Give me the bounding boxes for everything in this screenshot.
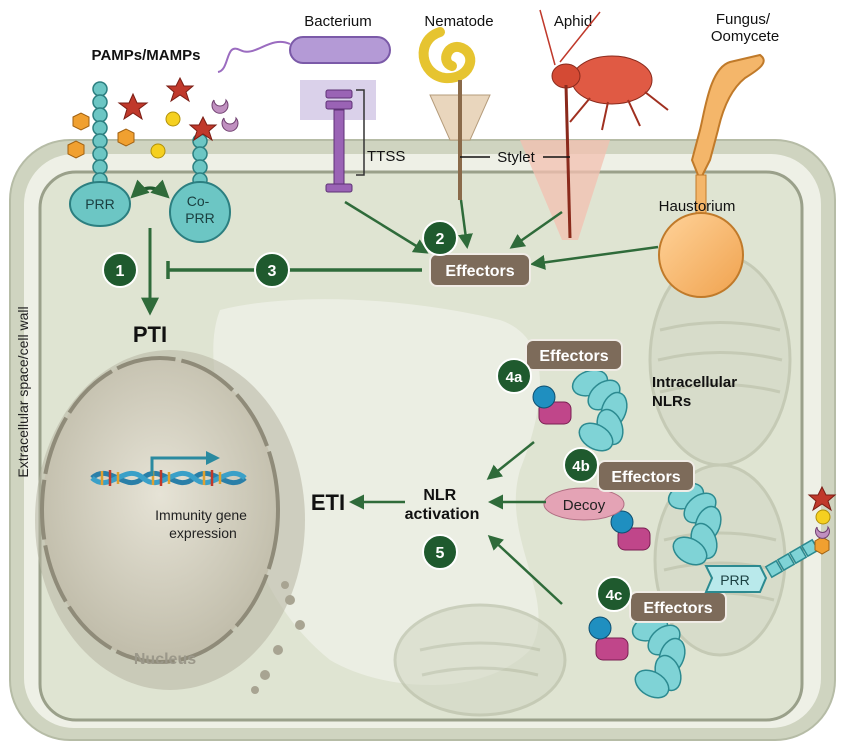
- aphid-feeding-cone: [520, 140, 610, 240]
- surface-prr-receptor: PRR: [704, 485, 837, 593]
- nlr-4b: [610, 482, 722, 566]
- hexagon-bound-icon: [814, 536, 830, 555]
- dna-helix-icon: [90, 470, 247, 486]
- nlr-4a: [532, 369, 628, 452]
- step-1-badge: [102, 252, 138, 288]
- bacterium-flagellum: [217, 41, 291, 73]
- effectors-label: Effectors: [445, 263, 514, 280]
- star-pamp-icon: [117, 92, 149, 121]
- bacterium-body-icon: [289, 36, 391, 64]
- aphid-icon: [539, 9, 669, 131]
- nlr-activation-arrows: [349, 441, 563, 605]
- step-4a-label: 4a: [506, 369, 523, 386]
- surface-prr-label: PRR: [720, 572, 750, 588]
- pti-label: PTI: [133, 322, 167, 347]
- prr-label: PRR: [85, 196, 115, 212]
- hexagon-pamp-icon: [72, 112, 90, 131]
- hexagon-pamp-icon: [117, 128, 135, 147]
- ttss-icon: [325, 89, 353, 193]
- decoy-shape: [543, 487, 625, 521]
- prr-coprr-interaction-arrow: [130, 179, 170, 199]
- effectors-4b-label: Effectors: [611, 469, 680, 486]
- step-2-badge: [422, 220, 458, 256]
- effectors-4c-box: [629, 591, 727, 623]
- step-3-badge: [254, 252, 290, 288]
- star-pamp-icon: [165, 76, 195, 103]
- step-1-label: 1: [116, 263, 125, 280]
- nucleus-label: Nucleus: [134, 651, 196, 668]
- star-bound-icon: [188, 115, 218, 142]
- step-4c-badge: [596, 576, 632, 612]
- vacuole: [213, 299, 541, 685]
- step-2-label: 2: [436, 231, 445, 248]
- nucleus: [40, 356, 280, 664]
- fungal-hypha-icon: [690, 53, 765, 183]
- step-4b-badge: [563, 447, 599, 483]
- step-3-label: 3: [268, 263, 277, 280]
- fungus-label: Fungus/ Oomycete: [711, 11, 779, 45]
- step-5-label: 5: [436, 545, 445, 562]
- nuclear-pores: [251, 581, 305, 694]
- ttss-label: TTSS: [367, 148, 405, 165]
- aphid-stylet: [564, 84, 572, 239]
- co-prr-receptor: Co- PRR: [169, 115, 231, 243]
- haustorium-icon: [658, 212, 744, 298]
- bacterium-label: Bacterium: [304, 13, 372, 30]
- effectors-4b-box: [597, 460, 695, 492]
- hexagon-pamp-icon: [67, 140, 85, 159]
- pamps-label: PAMPs/MAMPs: [92, 47, 201, 64]
- effectors-4a-box: [525, 339, 623, 371]
- pamp-molecules: [67, 76, 239, 159]
- nematode-body-icon: [418, 27, 476, 84]
- crescent-pamp-icon: [221, 116, 239, 132]
- prr-receptor: PRR: [69, 81, 131, 227]
- circle-pamp-icon: [165, 111, 181, 127]
- step-4c-label: 4c: [606, 587, 623, 604]
- step-5-badge: [422, 534, 458, 570]
- circle-bound-icon: [815, 509, 831, 525]
- star-bound-icon: [807, 485, 837, 512]
- extracellular-label: Extracellular space/cell wall: [15, 306, 31, 477]
- effectors-4c-label: Effectors: [643, 600, 712, 617]
- circle-pamp-icon: [150, 143, 166, 159]
- transcription-arrow-icon: [150, 456, 208, 476]
- aphid-label: Aphid: [554, 13, 592, 30]
- effector-delivery-arrows: [344, 199, 659, 270]
- decoy-label: Decoy: [563, 497, 606, 514]
- eti-label: ETI: [311, 490, 345, 515]
- effectors-box: [429, 253, 531, 287]
- crescent-bound-icon: [815, 525, 830, 539]
- nlr-activation-label: NLR activation: [405, 487, 480, 523]
- stylet-label: Stylet: [497, 149, 535, 166]
- effectors-4a-label: Effectors: [539, 348, 608, 365]
- co-prr-label: Co- PRR: [185, 193, 215, 226]
- nematode-label: Nematode: [424, 13, 493, 30]
- step-4b-label: 4b: [572, 458, 590, 475]
- immunity-gene-label: Immunity gene expression: [155, 507, 251, 541]
- step-4a-badge: [496, 358, 532, 394]
- intracellular-nlrs-label: Intracellular NLRs: [652, 374, 741, 410]
- ttss-bracket: [356, 89, 365, 176]
- crescent-pamp-icon: [211, 98, 229, 114]
- transcription-arrowhead: [206, 451, 220, 465]
- haustorium-label: Haustorium: [659, 198, 736, 215]
